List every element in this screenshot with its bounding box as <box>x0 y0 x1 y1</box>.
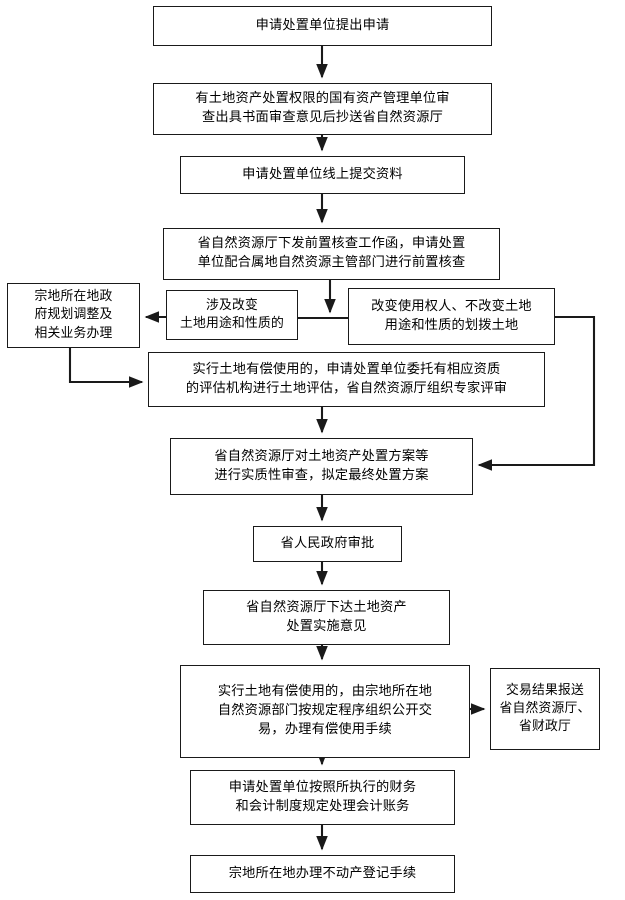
node-state-asset-unit-review: 有土地资产处置权限的国有资产管理单位审 查出具书面审查意见后抄送省自然资源厅 <box>153 83 492 135</box>
node-public-transaction-paid-use: 实行土地有偿使用的，由宗地所在地 自然资源部门按规定程序组织公开交 易，办理有偿… <box>180 665 470 758</box>
node-real-estate-registration: 宗地所在地办理不动产登记手续 <box>190 855 455 893</box>
node-apply-submit-application: 申请处置单位提出申请 <box>153 6 492 46</box>
node-label: 实行土地有偿使用的，由宗地所在地 自然资源部门按规定程序组织公开交 易，办理有偿… <box>217 684 433 737</box>
node-branch-change-user-allocated-land: 改变使用权人、不改变土地 用途和性质的划拨土地 <box>348 288 555 345</box>
node-label: 交易结果报送 省自然资源厅、 省财政厅 <box>499 682 591 735</box>
edge-n5-n8 <box>68 348 144 388</box>
node-label: 省自然资源厅对土地资产处置方案等 进行实质性审查，拟定最终处置方案 <box>214 448 429 483</box>
node-online-material-submission: 申请处置单位线上提交资料 <box>180 156 465 194</box>
node-label: 宗地所在地办理不动产登记手续 <box>228 865 417 881</box>
node-label: 申请处置单位提出申请 <box>255 17 390 33</box>
node-label: 申请处置单位按照所执行的财务 和会计制度规定处理会计账务 <box>228 779 417 814</box>
node-label: 改变使用权人、不改变土地 用途和性质的划拨土地 <box>371 298 532 333</box>
node-label: 实行土地有偿使用的，申请处置单位委托有相应资质 的评估机构进行土地评估，省自然资… <box>185 361 508 396</box>
node-label: 省人民政府审批 <box>280 535 375 551</box>
node-accounting-treatment: 申请处置单位按照所执行的财务 和会计制度规定处理会计账务 <box>190 770 455 825</box>
node-pre-verification-letter: 省自然资源厅下发前置核查工作函，申请处置 单位配合属地自然资源主管部门进行前置核… <box>163 228 500 280</box>
node-land-appraisal-expert-review: 实行土地有偿使用的，申请处置单位委托有相应资质 的评估机构进行土地评估，省自然资… <box>148 352 545 407</box>
node-label: 省自然资源厅下达土地资产 处置实施意见 <box>246 599 407 634</box>
node-label: 有土地资产处置权限的国有资产管理单位审 查出具书面审查意见后抄送省自然资源厅 <box>195 91 450 125</box>
node-report-transaction-result: 交易结果报送 省自然资源厅、 省财政厅 <box>490 668 600 750</box>
node-label: 申请处置单位线上提交资料 <box>242 166 403 182</box>
node-issue-implementation-opinion: 省自然资源厅下达土地资产 处置实施意见 <box>203 590 450 645</box>
node-label: 省自然资源厅下发前置核查工作函，申请处置 单位配合属地自然资源主管部门进行前置核… <box>197 236 466 270</box>
node-substantive-review-final-plan: 省自然资源厅对土地资产处置方案等 进行实质性审查，拟定最终处置方案 <box>170 438 473 495</box>
node-label: 宗地所在地政 府规划调整及 相关业务办理 <box>34 289 113 341</box>
node-local-government-planning-adjustment: 宗地所在地政 府规划调整及 相关业务办理 <box>7 283 140 348</box>
node-provincial-government-approval: 省人民政府审批 <box>253 526 402 562</box>
node-branch-change-land-use: 涉及改变 土地用途和性质的 <box>166 290 298 340</box>
node-label: 涉及改变 土地用途和性质的 <box>180 297 284 331</box>
